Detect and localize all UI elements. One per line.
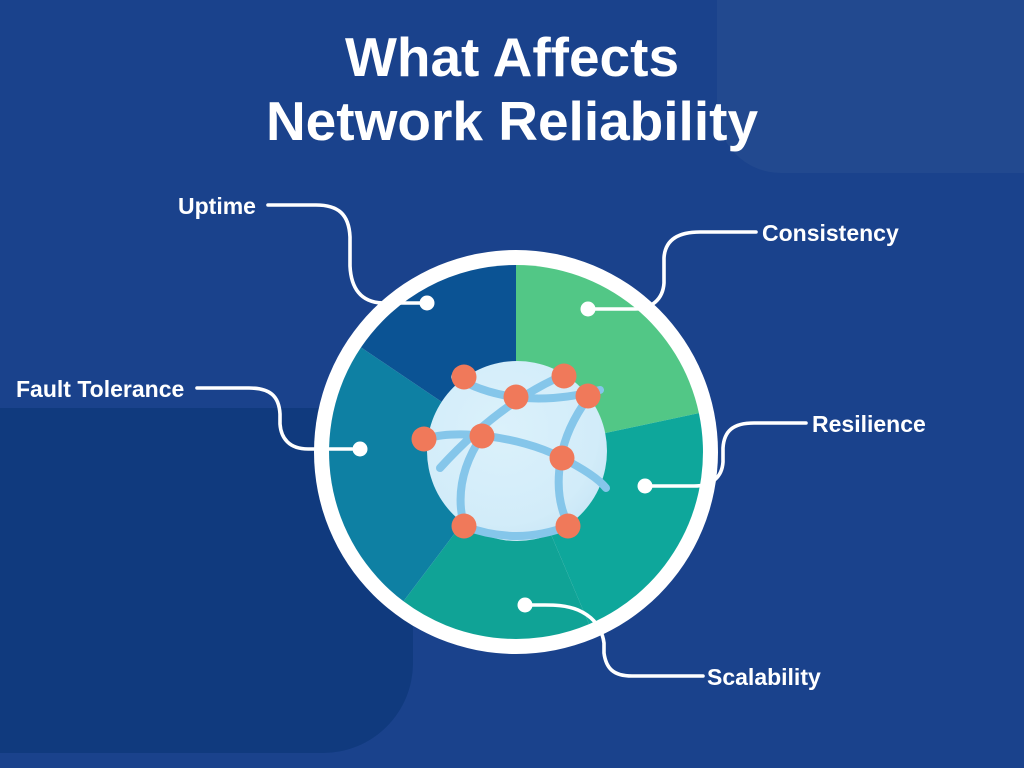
- pie-segment-scalability: [403, 452, 590, 639]
- connector-fault-tolerance: [195, 386, 354, 451]
- globe-network-icon: [411, 361, 610, 541]
- anchor-dot-fault-tolerance: [352, 441, 368, 457]
- globe-network-nodes: [411, 363, 601, 539]
- pie-segment-fault-tolerance: [329, 347, 516, 602]
- connector-lines: [195, 203, 808, 678]
- connector-scalability: [530, 603, 705, 678]
- anchor-dot-uptime: [419, 295, 435, 311]
- factor-label-scalability: Scalability: [707, 664, 821, 690]
- anchor-dot-consistency: [580, 301, 596, 317]
- connector-uptime: [266, 203, 422, 305]
- page-title-line1: What Affects: [344, 26, 680, 88]
- anchor-dot-resilience: [637, 478, 653, 494]
- factor-label-fault-tolerance: Fault Tolerance: [16, 376, 185, 402]
- factor-label-consistency: Consistency: [762, 220, 899, 246]
- anchor-dot-scalability: [517, 597, 533, 613]
- connector-resilience: [650, 421, 808, 488]
- background-tile-top-right: [717, 0, 1024, 173]
- connector-anchor-dots: [352, 295, 653, 613]
- page-title-line2: Network Reliability: [265, 89, 759, 152]
- factor-label-resilience: Resilience: [812, 411, 926, 437]
- factor-label-uptime: Uptime: [178, 193, 256, 219]
- connector-consistency: [593, 230, 758, 311]
- page-title: What Affects Network Reliability: [0, 26, 1024, 154]
